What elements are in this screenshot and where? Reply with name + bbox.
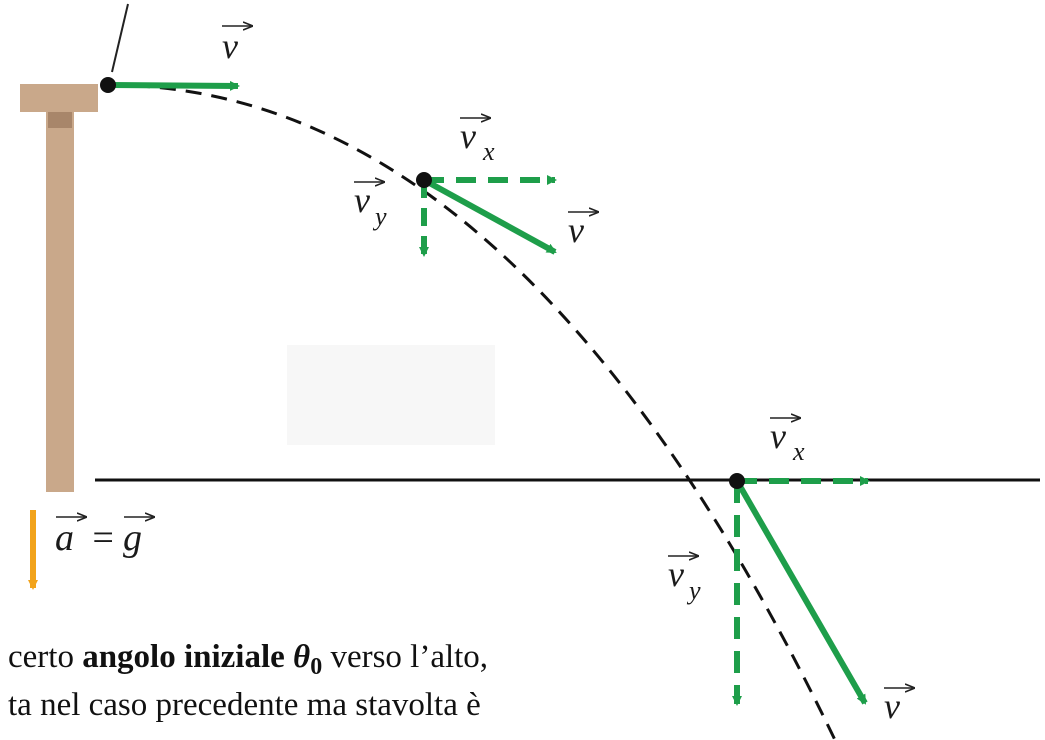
caption-line-2: ta nel caso precedente ma stavolta è xyxy=(8,687,481,723)
launch-dot xyxy=(100,77,116,93)
v-arrow-landing xyxy=(734,479,868,705)
point-middle: v x v y v xyxy=(354,116,598,257)
v-top-label: v xyxy=(222,26,238,66)
accel-equals: = xyxy=(90,517,116,559)
caption-line-1-bold: angolo iniziale xyxy=(82,639,293,675)
vy-middle-label: v xyxy=(354,180,370,220)
caption-line-1: certo angolo iniziale θ0 verso l’alto, xyxy=(8,639,488,680)
table xyxy=(20,3,129,492)
vy-landing-subscript: y xyxy=(686,576,701,605)
launch-indicator-line xyxy=(111,3,129,73)
point-landing: v x v y v xyxy=(668,416,914,726)
caption: certo angolo iniziale θ0 verso l’alto, t… xyxy=(8,639,488,723)
caption-theta-subscript: 0 xyxy=(310,654,322,680)
table-top xyxy=(20,84,98,112)
vx-landing-label: v xyxy=(770,416,786,456)
accel-g-label: g xyxy=(123,517,142,559)
landing-dot xyxy=(729,473,745,489)
caption-line-1-start: certo xyxy=(8,639,82,675)
v-middle-label: v xyxy=(568,210,584,250)
vy-middle-subscript: y xyxy=(372,202,387,231)
caption-theta: θ xyxy=(293,639,310,675)
table-leg xyxy=(46,112,74,492)
vy-landing-label: v xyxy=(668,554,684,594)
vx-landing-subscript: x xyxy=(792,437,805,466)
v-arrow-middle xyxy=(422,177,557,255)
vx-middle-label: v xyxy=(460,116,476,156)
background-patch xyxy=(287,345,495,445)
middle-dot xyxy=(416,172,432,188)
point-launch: v xyxy=(100,26,252,93)
v-landing-label: v xyxy=(884,686,900,726)
vx-middle-subscript: x xyxy=(482,137,495,166)
acceleration-indicator: a = g xyxy=(28,510,154,590)
trajectory-path xyxy=(107,83,837,740)
caption-line-1-end: verso l’alto, xyxy=(322,639,488,675)
velocity-arrow-top xyxy=(107,80,240,91)
accel-a-label: a xyxy=(55,517,74,559)
table-leg-shadow xyxy=(48,112,72,128)
